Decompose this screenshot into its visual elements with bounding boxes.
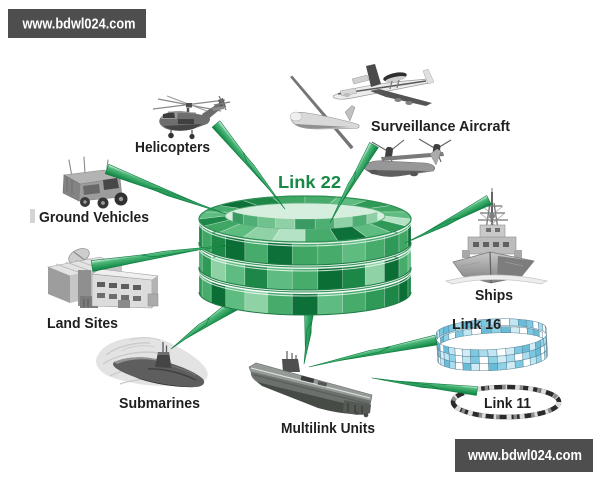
svg-text:Link 11: Link 11 xyxy=(484,396,531,412)
svg-text:Link 22: Link 22 xyxy=(278,172,341,192)
svg-text:Land Sites: Land Sites xyxy=(47,315,118,332)
svg-text:Link 16: Link 16 xyxy=(452,317,501,333)
svg-text:Ground Vehicles: Ground Vehicles xyxy=(39,209,149,226)
svg-text:Ships: Ships xyxy=(475,288,513,304)
svg-text:Multilink Units: Multilink Units xyxy=(281,421,375,437)
svg-text:Submarines: Submarines xyxy=(119,396,200,412)
svg-text:Surveillance Aircraft: Surveillance Aircraft xyxy=(371,119,510,135)
svg-text:Helicopters: Helicopters xyxy=(135,140,210,156)
svg-text:www.bdwl024.com: www.bdwl024.com xyxy=(22,16,136,33)
svg-text:www.bdwl024.com: www.bdwl024.com xyxy=(467,447,582,464)
